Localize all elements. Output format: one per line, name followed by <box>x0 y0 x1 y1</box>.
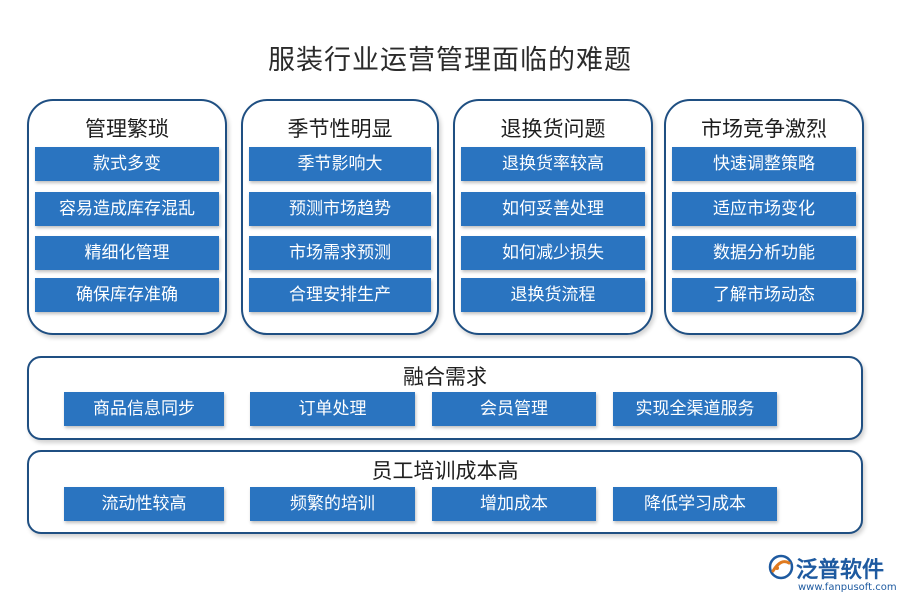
page-title: 服装行业运营管理面临的难题 <box>268 45 632 76</box>
item-box: 精细化管理 <box>35 236 219 270</box>
column-competition: 市场竞争激烈 快速调整策略 适应市场变化 数据分析功能 了解市场动态 <box>664 99 864 335</box>
brand-logo: 泛普软件 www.fanpusoft.com <box>768 552 898 597</box>
item-box: 季节影响大 <box>249 147 431 181</box>
item-box: 了解市场动态 <box>672 278 856 312</box>
item-box: 合理安排生产 <box>249 278 431 312</box>
row-integration: 融合需求 商品信息同步 订单处理 会员管理 实现全渠道服务 <box>27 356 863 440</box>
item-box: 流动性较高 <box>64 487 224 521</box>
column-management: 管理繁琐 款式多变 容易造成库存混乱 精细化管理 确保库存准确 <box>27 99 227 335</box>
item-box: 款式多变 <box>35 147 219 181</box>
column-heading: 季节性明显 <box>287 117 393 141</box>
column-heading: 管理繁琐 <box>85 117 169 141</box>
item-box: 商品信息同步 <box>64 392 224 426</box>
item-box: 适应市场变化 <box>672 192 856 226</box>
item-box: 会员管理 <box>432 392 596 426</box>
row-heading: 员工培训成本高 <box>371 459 519 483</box>
column-heading: 退换货问题 <box>500 117 606 141</box>
item-box: 如何妥善处理 <box>461 192 645 226</box>
item-box: 频繁的培训 <box>250 487 415 521</box>
column-heading: 市场竞争激烈 <box>701 117 827 141</box>
row-heading: 融合需求 <box>403 365 487 389</box>
item-box: 快速调整策略 <box>672 147 856 181</box>
fanpu-logo-icon <box>768 554 794 580</box>
item-box: 增加成本 <box>432 487 596 521</box>
item-box: 订单处理 <box>250 392 415 426</box>
item-box: 确保库存准确 <box>35 278 219 312</box>
item-box: 如何减少损失 <box>461 236 645 270</box>
item-box: 预测市场趋势 <box>249 192 431 226</box>
item-box: 退换货率较高 <box>461 147 645 181</box>
column-returns: 退换货问题 退换货率较高 如何妥善处理 如何减少损失 退换货流程 <box>453 99 653 335</box>
row-training-cost: 员工培训成本高 流动性较高 频繁的培训 增加成本 降低学习成本 <box>27 450 863 534</box>
item-box: 数据分析功能 <box>672 236 856 270</box>
item-box: 市场需求预测 <box>249 236 431 270</box>
logo-url: www.fanpusoft.com <box>798 582 897 593</box>
item-box: 容易造成库存混乱 <box>35 192 219 226</box>
item-box: 退换货流程 <box>461 278 645 312</box>
item-box: 降低学习成本 <box>613 487 777 521</box>
item-box: 实现全渠道服务 <box>613 392 777 426</box>
logo-name: 泛普软件 <box>796 558 885 583</box>
column-seasonality: 季节性明显 季节影响大 预测市场趋势 市场需求预测 合理安排生产 <box>241 99 439 335</box>
